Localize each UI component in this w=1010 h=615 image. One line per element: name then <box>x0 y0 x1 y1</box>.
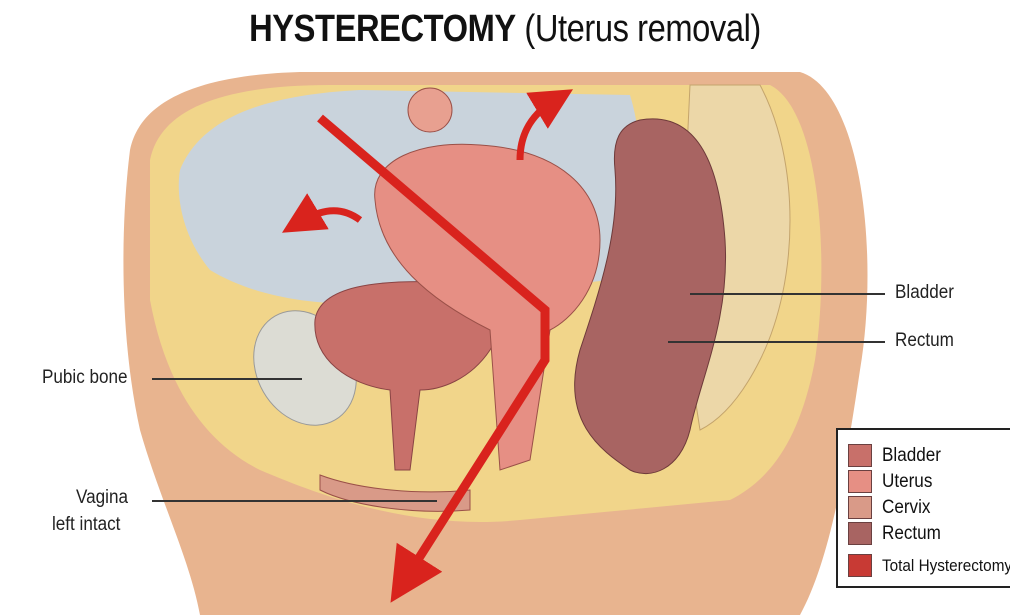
bladder-leader-line <box>690 293 885 295</box>
legend-swatch <box>848 444 872 467</box>
arrow-left <box>281 193 363 233</box>
label-vagina-line1: Vagina <box>76 487 128 508</box>
legend-label: Uterus <box>882 470 933 492</box>
title-subtitle: (Uterus removal) <box>524 8 761 50</box>
legend-swatch <box>848 496 872 519</box>
legend-swatch <box>848 554 872 577</box>
vagina-leader-line <box>152 500 437 502</box>
legend-swatch <box>848 470 872 493</box>
label-pubic-bone: Pubic bone <box>42 367 128 388</box>
rectum-leader-line <box>668 341 885 343</box>
legend-item-bladder: Bladder <box>848 444 948 467</box>
legend-label: Rectum <box>882 522 941 544</box>
legend: Bladder Uterus Cervix Rectum Total Hyste… <box>836 428 1010 588</box>
rectum <box>574 118 727 475</box>
legend-label: Bladder <box>882 444 941 466</box>
uterus <box>374 143 601 471</box>
legend-item-uterus: Uterus <box>848 470 938 493</box>
arrow-up <box>516 89 574 161</box>
removal-arrow <box>317 114 550 603</box>
legend-swatch <box>848 522 872 545</box>
page-title: HYSTERECTOMY (Uterus removal) <box>71 8 940 51</box>
legend-label: Cervix <box>882 496 931 518</box>
ovary <box>407 87 453 133</box>
title-bold: HYSTERECTOMY <box>249 8 516 50</box>
pubic-bone-leader-line <box>152 378 302 380</box>
legend-item-rectum: Rectum <box>848 522 947 545</box>
label-bladder: Bladder <box>895 282 954 303</box>
legend-item-total-hysterectomy: Total Hysterectomy <box>848 554 1010 577</box>
label-rectum: Rectum <box>895 330 954 351</box>
label-vagina-line2: left intact <box>52 514 121 535</box>
legend-label: Total Hysterectomy <box>882 555 1010 575</box>
legend-item-cervix: Cervix <box>848 496 936 519</box>
bladder <box>314 281 500 471</box>
